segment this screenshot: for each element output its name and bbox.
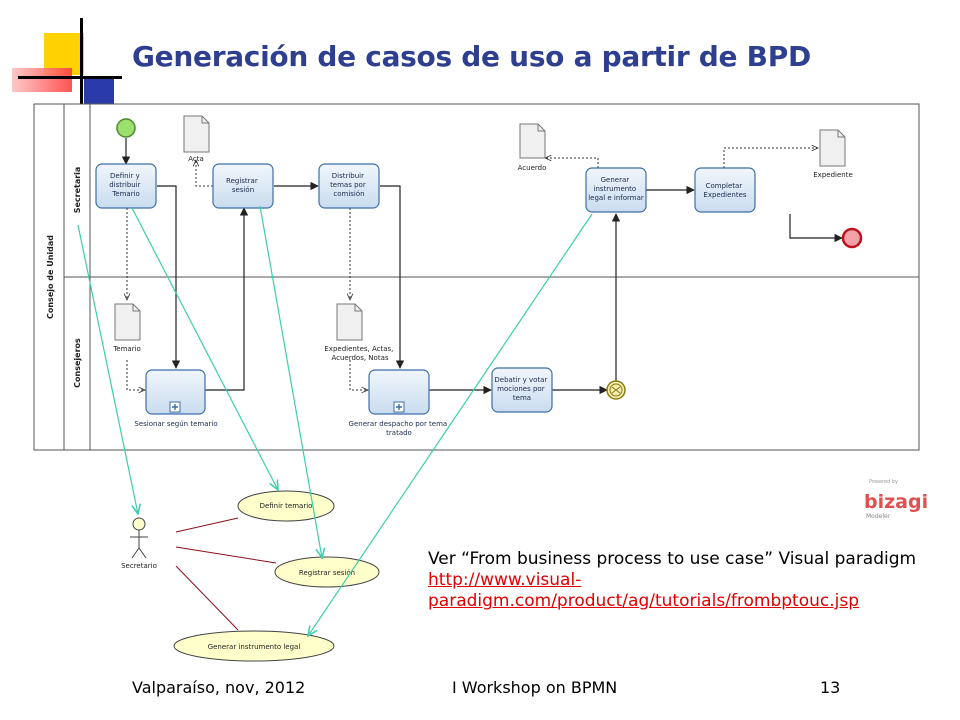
deco-blue-block (84, 76, 114, 106)
svg-text:Expediente: Expediente (813, 171, 853, 179)
artifact-expediente: Expediente (813, 129, 853, 179)
svg-text:Generar instrumento legal: Generar instrumento legal (208, 643, 301, 651)
end-event (841, 227, 863, 249)
lane-label-consejeros: Consejeros (73, 338, 82, 388)
task-registrar-sesion[interactable]: Registrar sesión (212, 163, 274, 209)
svg-text:Generar instrumento: Generar instrumento legal e informar (588, 176, 644, 202)
svg-text:Completar Expedientes: Completar Expedientes (703, 182, 746, 199)
intermediate-event (606, 380, 626, 400)
associations (127, 148, 818, 390)
svg-text:Definir y distribuir: Definir y distribuir Temario (109, 172, 143, 198)
slide-title: Generación de casos de uso a partir de B… (132, 40, 811, 73)
subprocess-generar-despacho[interactable]: Generar despacho por tema tratado (349, 369, 450, 437)
svg-text:Sesionar según temario: Sesionar según temario (134, 420, 217, 428)
artifact-acta: Acta (183, 115, 210, 163)
svg-text:Definir temario: Definir temario (260, 502, 313, 510)
footer-page-number: 13 (820, 678, 841, 697)
start-event (116, 118, 136, 138)
deco-vertical-line (80, 18, 83, 116)
svg-text:Generar despacho por tema: Generar despacho por tema tratado (349, 420, 450, 437)
svg-text:Acuerdo: Acuerdo (518, 164, 547, 172)
usecase-associations (175, 517, 277, 631)
deco-horizontal-line (18, 76, 122, 79)
svg-text:Registrar sesión: Registrar sesión (299, 569, 355, 577)
task-generar-instrumento-legal[interactable]: Generar instrumento legal e informar (585, 167, 647, 213)
task-definir-distribuir-temario[interactable]: Definir y distribuir Temario (95, 163, 157, 209)
svg-text:bizagi: bizagi (864, 491, 928, 513)
svg-text:Acta: Acta (188, 155, 204, 163)
artifact-acuerdo: Acuerdo (518, 123, 547, 172)
usecase-actor: Secretario (121, 517, 157, 570)
deco-red-block (12, 68, 72, 92)
svg-text:Registrar sesión: Registrar sesión (226, 177, 260, 194)
reference-note-text: Ver “From business process to use case” … (428, 549, 917, 569)
footer-center: I Workshop on BPMN (452, 678, 618, 697)
usecase-generar-instrumento[interactable]: Generar instrumento legal (173, 630, 335, 662)
sequence-flows (121, 138, 843, 395)
artifact-temario: Temario (112, 303, 141, 353)
svg-text:Debatir y votar mociones: Debatir y votar mociones por tema (494, 376, 549, 402)
subprocess-sesionar[interactable]: Sesionar según temario (134, 369, 218, 428)
svg-text:Distribuir temas por: Distribuir temas por comisión (330, 172, 368, 198)
lane-label-secretaria: Secretaria (73, 167, 82, 214)
usecase-definir-temario[interactable]: Definir temario (237, 490, 335, 522)
svg-text:Powered by: Powered by (869, 479, 898, 485)
trace-lines (77, 205, 593, 636)
reference-link[interactable]: http://www.visual-paradigm.com/product/a… (428, 570, 860, 611)
reference-note: Ver “From business process to use case” … (428, 549, 928, 612)
task-completar-expedientes[interactable]: Completar Expedientes (694, 167, 756, 213)
svg-text:Modeler: Modeler (866, 513, 891, 520)
svg-text:Secretario: Secretario (121, 562, 157, 570)
footer-left: Valparaíso, nov, 2012 (132, 678, 306, 697)
task-debatir-votar[interactable]: Debatir y votar mociones por tema (491, 367, 553, 413)
usecase-registrar-sesion[interactable]: Registrar sesión (274, 556, 380, 588)
svg-text:Temario: Temario (112, 345, 141, 353)
artifact-expedientes-actas: Expedientes, Actas, Acuerdos, Notas (324, 303, 395, 362)
bizagi-logo: Powered by bizagi Modeler (864, 479, 928, 520)
task-distribuir-temas[interactable]: Distribuir temas por comisión (318, 163, 380, 209)
svg-text:Expedientes, Actas, Acue: Expedientes, Actas, Acuerdos, Notas (324, 345, 395, 362)
pool-label: Consejo de Unidad (46, 235, 55, 319)
